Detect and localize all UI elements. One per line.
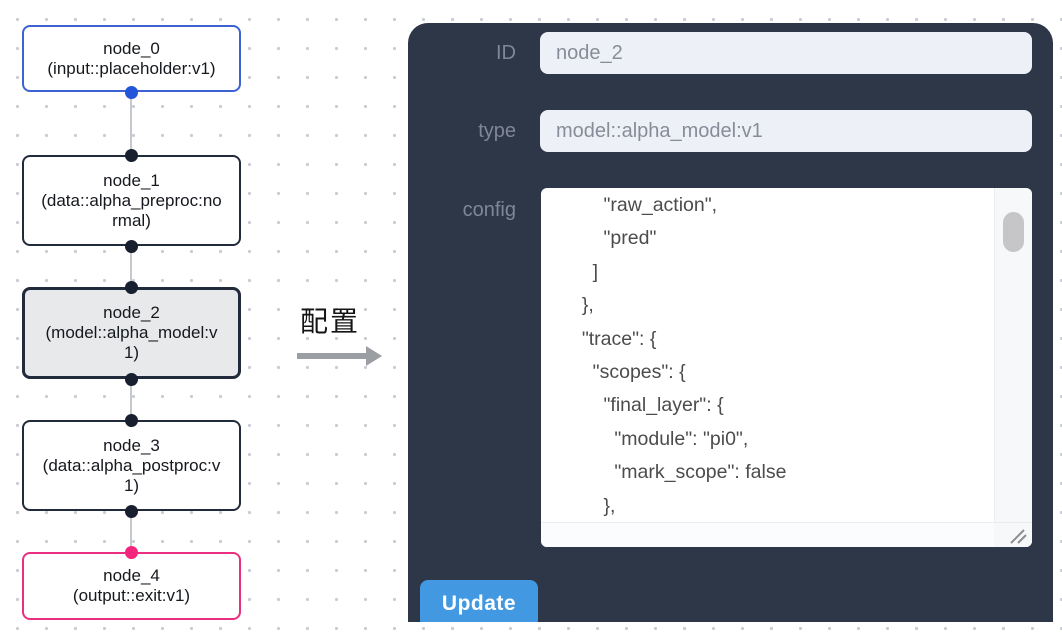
vertical-scrollbar-thumb[interactable] [1003,212,1024,252]
node-type-label: (model::alpha_model:v1) [45,323,218,362]
config-editor[interactable]: "raw_action", "pred" ] }, "trace": { "sc… [541,188,1032,547]
edge-line [130,92,132,155]
node-name: node_2 [103,303,160,322]
resize-grip-icon [1010,529,1027,544]
flow-node-node_4[interactable]: node_4 (output::exit:v1) [22,552,241,620]
config-json-text[interactable]: "raw_action", "pred" ] }, "trace": { "sc… [581,194,787,517]
config-panel: ID type config "raw_action", "pred" ] },… [408,23,1053,622]
node-type-label: (output::exit:v1) [72,586,191,605]
flow-node-node_1[interactable]: node_1 (data::alpha_preproc:normal) [22,155,241,246]
flow-node-node_3[interactable]: node_3 (data::alpha_postproc:v1) [22,420,241,511]
node-type-label: (data::alpha_preproc:normal) [41,190,222,230]
connection-handle-out-node_3[interactable] [125,505,138,518]
id-label: ID [496,42,516,64]
edge-line [130,246,132,287]
arrow-right-icon [296,346,386,366]
horizontal-scrollbar-track[interactable] [541,522,994,547]
connection-handle-in-node_2[interactable] [125,281,138,294]
node-name: node_3 [103,435,160,455]
resize-handle[interactable] [994,522,1032,547]
connection-handle-out-node_0[interactable] [125,86,138,99]
configure-transition: 配置 [296,300,386,366]
node-name: node_0 [103,38,160,58]
connection-handle-in-node_3[interactable] [125,414,138,427]
id-input[interactable] [540,32,1032,74]
node-name: node_1 [103,170,160,190]
type-label: type [478,120,516,142]
update-button[interactable]: Update [420,580,538,622]
node-type-label: (data::alpha_postproc:v1) [42,455,221,495]
connection-handle-out-node_1[interactable] [125,240,138,253]
edge-line [130,511,132,552]
connection-handle-in-node_4[interactable] [125,546,138,559]
connection-handle-in-node_1[interactable] [125,149,138,162]
node-type-label: (input::placeholder:v1) [47,58,216,78]
flow-node-node_0[interactable]: node_0 (input::placeholder:v1) [22,25,241,92]
flow-node-node_2-selected[interactable]: node_2 (model::alpha_model:v1) [22,287,241,379]
edge-line [130,379,132,420]
config-label: config [462,199,516,221]
transition-label: 配置 [300,306,361,337]
connection-handle-out-node_2[interactable] [125,373,138,386]
node-name: node_4 [103,566,160,585]
type-input[interactable] [540,110,1032,152]
